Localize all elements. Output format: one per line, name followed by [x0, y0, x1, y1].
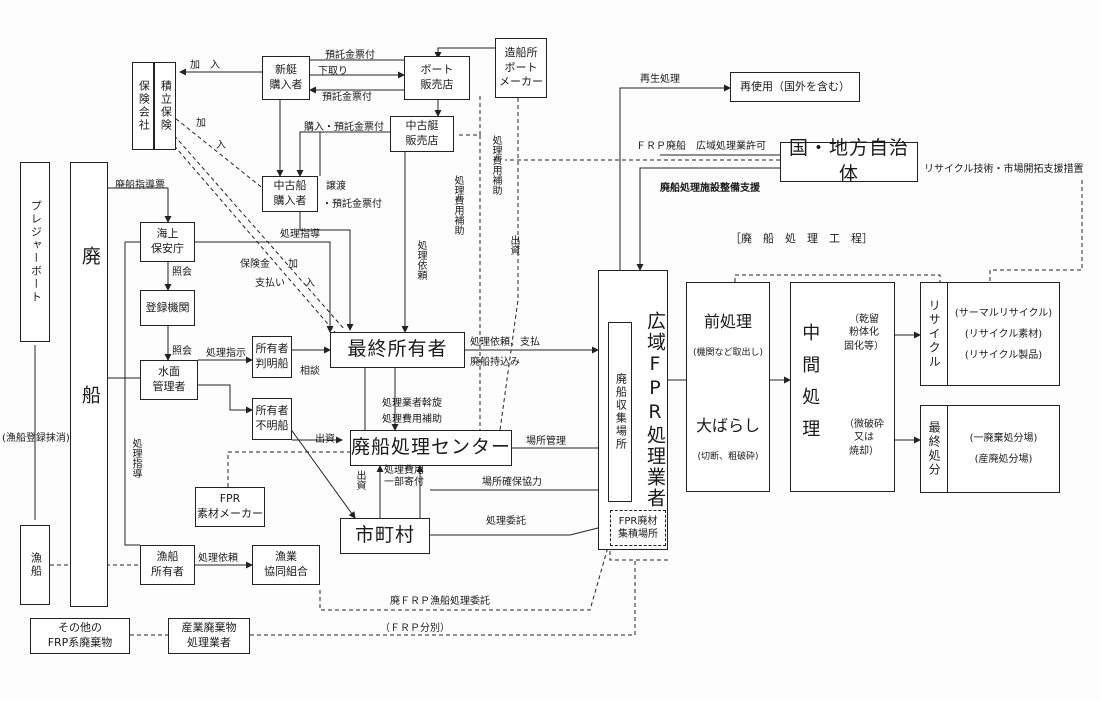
final-disposal-label: 最終処分 [921, 406, 948, 492]
label-frp-permit: ＦＲＰ廃船 広域処理業許可 [636, 141, 766, 152]
fishing-coop-box: 漁業 協同組合 [252, 545, 320, 585]
label-guidance-slip: 廃船指導票 [115, 180, 165, 191]
new-boat-buyer-box: 新艇 購入者 [262, 56, 310, 100]
owner-unknown-box: 所有者 不明船 [252, 398, 292, 440]
coast-guard-box: 海上 保安庁 [140, 222, 195, 262]
shipyard-box: 造船所 ボート メーカー [495, 38, 547, 98]
final-disposal-box: 最終処分 (一廃棄処分場) (産廃処分場) [920, 405, 1060, 493]
label-kanyu2a: 加 [196, 118, 206, 129]
label-shushi: 出資 [508, 235, 519, 255]
label-shori-irai-v: 処理依頼 [415, 240, 426, 280]
label-soudan: 相談 [300, 366, 320, 377]
used-boat-shop-box: 中古艇 販売店 [390, 116, 454, 152]
dismantle-label: 大ばらし [695, 415, 760, 435]
government-box: 国・地方自治体 [780, 137, 918, 185]
haisen-box: 廃船 [70, 162, 108, 607]
recycle-label: リサイクル [921, 283, 948, 385]
municipality-box: 市町村 [340, 518, 430, 554]
label-hiyou-hojo2: 処理費用補助 [490, 135, 501, 195]
preprocess-box: 前処理 (機関など取出し) 大ばらし (切断、粗破砕) [686, 282, 770, 492]
label-shori-shidou-v: 処理指導 [130, 438, 141, 478]
owner-known-box: 所有者 判明船 [252, 336, 292, 378]
label-shori-shidou: 処理指導 [280, 229, 320, 240]
label-assen: 処理業者斡旋 [382, 398, 442, 409]
label-basho-kakuho: 場所確保協力 [482, 477, 542, 488]
preprocess-label: 前処理 [703, 311, 752, 331]
label-itaku: 処理委託 [486, 516, 526, 527]
label-irai-shiharai: 処理依頼、支払 [470, 337, 540, 348]
label-hokenkin: 保険金 [240, 259, 270, 270]
label-hiyou-hojo3: 処理費用補助 [382, 414, 442, 425]
preprocess-section: 前処理 (機関など取出し) [693, 296, 763, 374]
label-recycle-tech: リサイクル技術・市場開拓支援措置 [924, 164, 1084, 175]
label-shiharai: 支払い [255, 278, 285, 289]
label-facility-support: 廃船処理施設整備支援 [660, 183, 760, 194]
label-frp-bunbetsu: （ＦＲＰ分別） [380, 623, 450, 634]
label-deposit2: 預託金票付 [322, 92, 372, 103]
dismantle-section: 大ばらし (切断、粗破砕) [696, 400, 760, 478]
intermediate-box: 中間処理 （乾留 粉体化 固化等） （微破砕 又は 焼却） [790, 282, 895, 492]
disposal-center-box: 廃船処理センター [350, 430, 512, 466]
label-shoukai2: 照会 [172, 346, 192, 357]
label-shori-irai2: 処理依頼 [198, 553, 238, 564]
collection-site-box: 廃船収集場所 [608, 322, 632, 502]
wide-area-processor-label: 広域FPR処理業者 [644, 311, 666, 509]
fishing-boat-box: 漁船 [20, 525, 50, 605]
label-process-title: ［廃 船 処 理 工 程］ [730, 232, 873, 245]
frp-material-maker-box: FPR 素材メーカー [195, 487, 265, 527]
label-purchase: 購入・預託金票付 [304, 122, 384, 133]
recycle-box: リサイクル (サーマルリサイクル) (リサイクル素材) (リサイクル製品) [920, 282, 1060, 386]
final-owner-box: 最終所有者 [330, 332, 465, 368]
preprocess-sub: (機関など取出し) [692, 348, 764, 359]
boat-shop-box: ボート 販売店 [404, 56, 470, 100]
fishing-boat-owner-box: 漁船 所有者 [140, 545, 195, 585]
frp-storage-box: FPR廃材 集積場所 [610, 510, 666, 546]
label-shusshi3: 出資 [354, 470, 365, 490]
label-shoukai1: 照会 [172, 267, 192, 278]
label-deposit1: 預託金票付 [325, 50, 375, 61]
recycle-items: (サーマルリサイクル) (リサイクル素材) (リサイクル製品) [954, 307, 1053, 361]
intermediate-a: （乾留 粉体化 固化等） [844, 313, 884, 352]
label-shusshi2: 出資 [315, 434, 335, 445]
label-hiyou-hojo1: 処理費用補助 [452, 175, 463, 235]
mutual-insurance-box: 積立保険 [154, 62, 176, 150]
label-saisei: 再生処理 [640, 74, 680, 85]
label-kanyu1: 加 入 [190, 60, 220, 71]
label-trade-in: 下取り [318, 66, 348, 77]
registry-box: 登録機関 [140, 290, 195, 326]
final-disposal-items: (一廃棄処分場) (産廃処分場) [969, 433, 1038, 465]
water-admin-box: 水面 管理者 [140, 360, 198, 400]
used-boat-buyer-box: 中古船 購入者 [262, 176, 318, 212]
label-mochikomi: 廃船持込み [470, 357, 520, 368]
label-kifu: 処理費用 一部寄付 [384, 465, 424, 488]
insurance-company-box: 保険会社 [132, 62, 154, 150]
haisen-massho-label: (漁船登録抹消) [2, 433, 70, 444]
label-kanyu3b: 入 [305, 278, 315, 289]
label-deposit3: ・預託金票付 [322, 199, 382, 210]
label-shori-shiji: 処理指示 [206, 348, 246, 359]
industrial-waste-processor-box: 産業廃棄物 処理業者 [168, 618, 250, 654]
label-transfer: 譲渡 [326, 181, 346, 192]
reuse-box: 再使用（国外を含む） [730, 72, 860, 102]
label-kanyu2b: 入 [216, 140, 226, 151]
pleasure-boat-box: プレジャーボート [20, 162, 50, 342]
dismantle-sub: (切断、粗破砕) [697, 452, 759, 463]
label-gyosen-itaku: 廃ＦＲＰ漁船処理委託 [390, 596, 490, 607]
label-kanyu3a: 加 [288, 259, 298, 270]
intermediate-label: 中間処理 [799, 323, 821, 451]
label-basho-kanri: 場所管理 [526, 436, 566, 447]
other-frp-waste-box: その他の FRP系廃棄物 [30, 618, 130, 654]
intermediate-b: （微破砕 又は 焼却） [844, 418, 884, 457]
